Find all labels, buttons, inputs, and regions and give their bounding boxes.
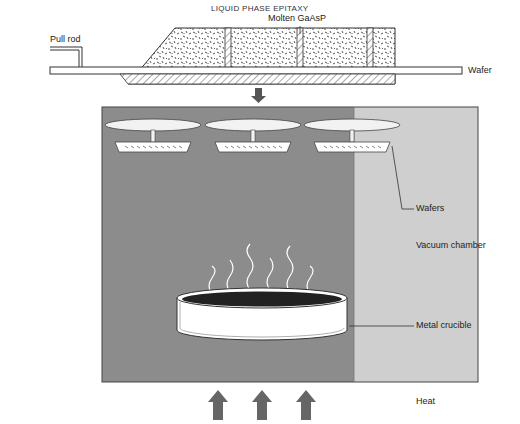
wafer-speck xyxy=(225,146,228,148)
wafer-speck xyxy=(324,146,327,148)
part-label: Pull rod xyxy=(50,34,81,45)
holder-plate xyxy=(105,119,201,131)
wafer-speck xyxy=(273,146,276,148)
diagram-title: LIQUID PHASE EPITAXY xyxy=(211,4,308,14)
holder-plate xyxy=(205,119,301,131)
heat-arrows xyxy=(208,390,316,420)
wafer-dish xyxy=(215,142,291,152)
wafer-speck xyxy=(360,146,363,148)
holder-stem xyxy=(151,130,155,142)
wafer-speck xyxy=(348,146,351,148)
wafer-dish xyxy=(115,142,191,152)
holder-stem xyxy=(350,130,354,142)
slider-boat xyxy=(50,26,462,84)
wafer-speck xyxy=(137,146,140,148)
wafer-speck xyxy=(261,146,264,148)
part-label: Vacuum chamber xyxy=(416,240,486,251)
wafer-speck xyxy=(243,146,246,148)
holder-stem xyxy=(251,130,255,142)
heat-arrow xyxy=(252,390,272,420)
wafer-speck xyxy=(342,146,345,148)
wafer-speck xyxy=(237,146,240,148)
wafer-speck xyxy=(336,146,339,148)
wafer-speck xyxy=(279,146,282,148)
wafer-speck xyxy=(167,146,170,148)
wafer-speck xyxy=(255,146,258,148)
wafer-speck xyxy=(372,146,375,148)
part-label: Wafers xyxy=(416,203,444,214)
part-label: Wafer xyxy=(468,65,492,76)
wafer-dish xyxy=(314,142,390,152)
wafer-holders xyxy=(105,119,400,152)
wafer-speck xyxy=(161,146,164,148)
heat-arrow xyxy=(208,390,228,420)
wafer-speck xyxy=(231,146,234,148)
metal-crucible xyxy=(177,244,347,340)
wafer-speck xyxy=(143,146,146,148)
leader-lines xyxy=(349,146,414,326)
wafer-speck xyxy=(366,146,369,148)
part-label: Molten GaAsP xyxy=(268,13,326,24)
wafer-speck xyxy=(131,146,134,148)
wafer-speck xyxy=(354,146,357,148)
heat-arrow xyxy=(296,390,316,420)
wafer-speck xyxy=(155,146,158,148)
wafer-speck xyxy=(249,146,252,148)
wafer-speck xyxy=(173,146,176,148)
process-arrow xyxy=(251,88,266,103)
wafer-speck xyxy=(125,146,128,148)
wafer-speck xyxy=(179,146,182,148)
wafer-speck xyxy=(149,146,152,148)
wafer-speck xyxy=(267,146,270,148)
wafer-speck xyxy=(378,146,381,148)
holder-plate xyxy=(304,119,400,131)
part-label: Metal crucible xyxy=(416,320,472,331)
part-label: Heat xyxy=(416,396,435,407)
wafer-speck xyxy=(330,146,333,148)
